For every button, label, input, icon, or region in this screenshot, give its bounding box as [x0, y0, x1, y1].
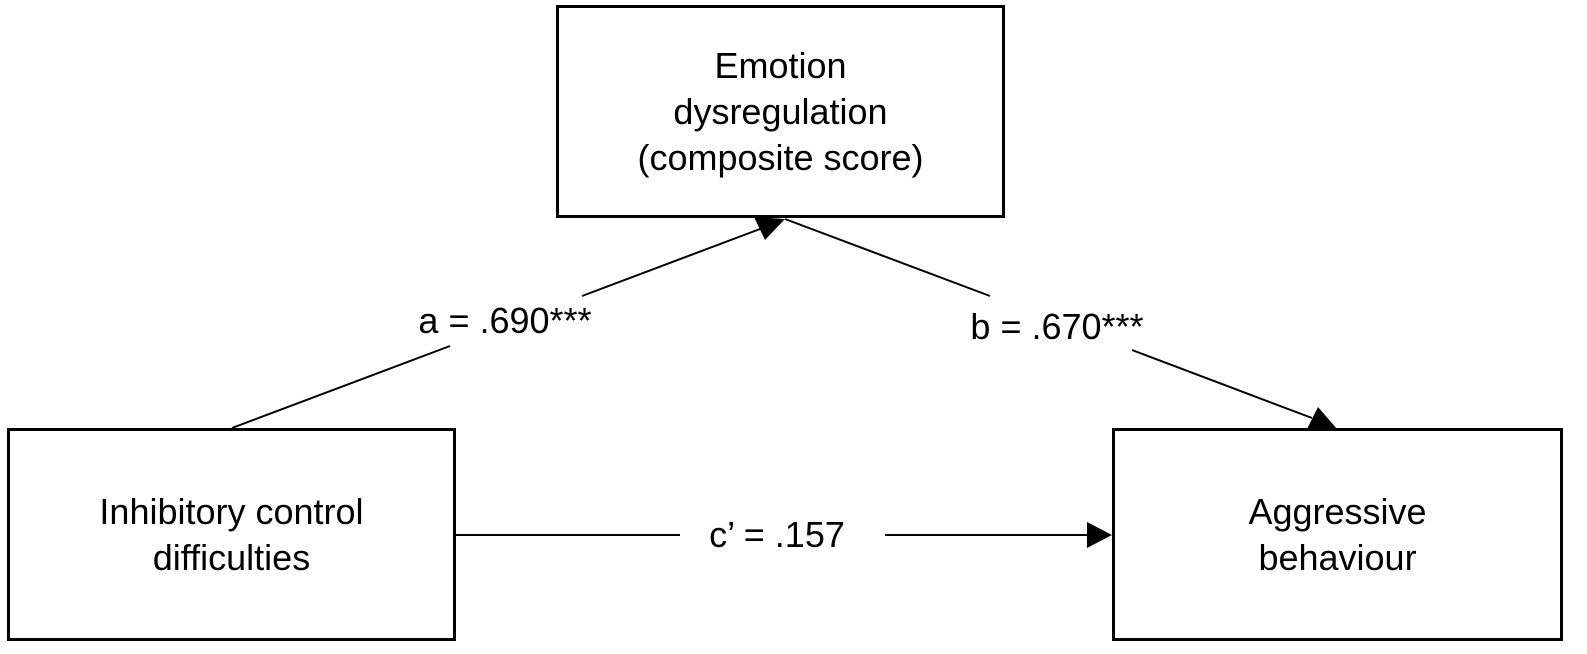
mediator-label-line-2: dysregulation [673, 90, 888, 132]
path-b-arrowhead [1306, 407, 1337, 431]
mediator-node-emotion-dysregulation: Emotion dysregulation (composite score) [556, 5, 1005, 218]
path-a-line-upper [581, 228, 761, 297]
predictor-node-inhibitory-control: Inhibitory control difficulties [7, 428, 456, 641]
path-b-line-lower [1131, 349, 1313, 419]
path-b-coefficient-label: b = .670*** [970, 306, 1144, 347]
mediator-label-line-3: (composite score) [637, 136, 924, 178]
outcome-label-line-1: Aggressive [1248, 490, 1427, 532]
predictor-label-line-2: difficulties [152, 536, 311, 578]
path-c-prime-coefficient-label: c’ = .157 [709, 514, 845, 555]
path-c-arrowhead [1087, 522, 1112, 548]
path-b-line-upper [784, 218, 991, 297]
path-a-line-lower [231, 345, 451, 429]
predictor-label-line-1: Inhibitory control [99, 490, 364, 532]
outcome-label-line-2: behaviour [1258, 536, 1417, 578]
mediator-label-line-1: Emotion [714, 44, 847, 86]
path-a-coefficient-label: a = .690*** [418, 300, 592, 341]
path-a-arrowhead [754, 217, 785, 240]
outcome-node-aggressive-behaviour: Aggressive behaviour [1112, 428, 1563, 641]
